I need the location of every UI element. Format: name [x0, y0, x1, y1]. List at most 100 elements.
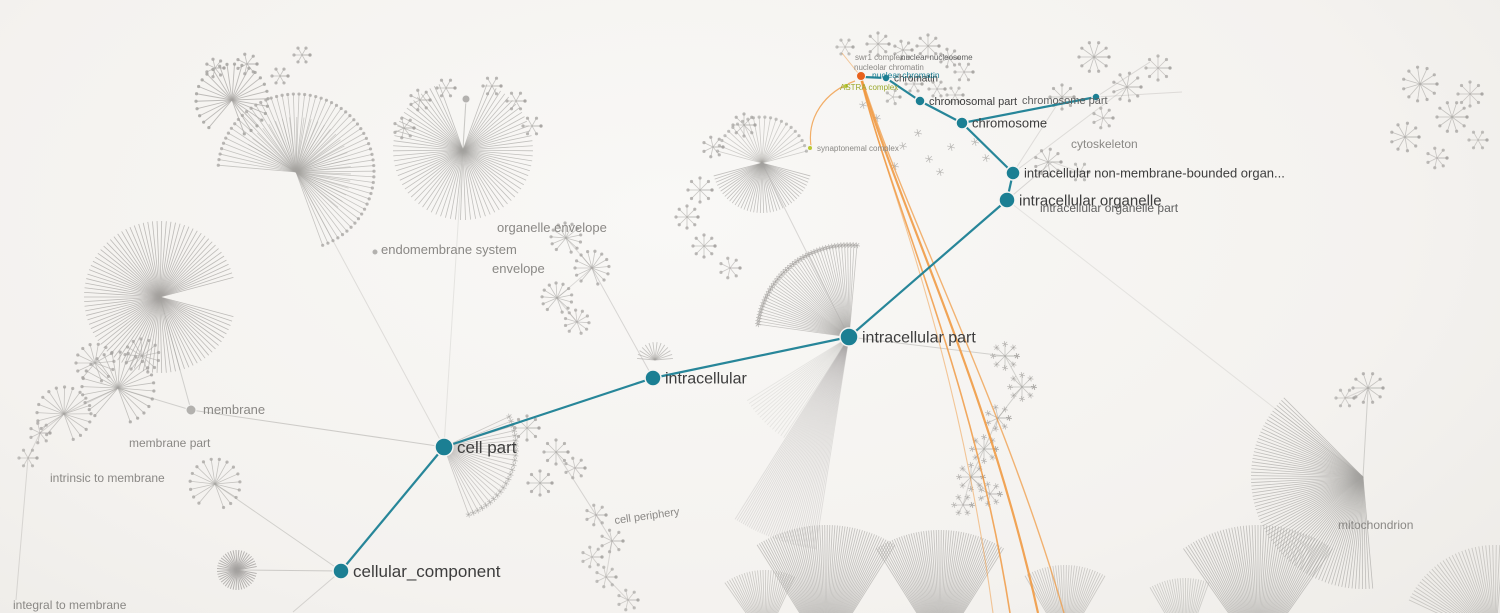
term-label[interactable]: nuclear chromatin	[872, 70, 940, 80]
term-cluster-fan	[1149, 577, 1210, 613]
term-label[interactable]: membrane	[203, 402, 265, 417]
term-cluster-fan	[595, 565, 618, 589]
term-cluster-fan	[939, 47, 960, 69]
term-cluster-fan	[1390, 121, 1421, 153]
term-cluster-fan	[549, 221, 583, 254]
term-node[interactable]	[185, 404, 197, 416]
term-cluster-fan	[927, 80, 947, 98]
term-cluster-fan	[674, 204, 700, 230]
term-cluster-fan	[835, 38, 855, 56]
term-cluster-fan	[719, 256, 742, 280]
term-cluster-fan	[1006, 371, 1038, 403]
term-cluster-fan	[573, 249, 611, 286]
term-cluster-fan	[1069, 162, 1091, 182]
path-term-label[interactable]: cell part	[457, 438, 517, 457]
term-cluster-fan	[217, 550, 257, 590]
term-label[interactable]: endomembrane system	[381, 242, 517, 257]
term-cluster-fan	[865, 31, 891, 57]
term-cluster-fan	[1183, 525, 1333, 613]
term-cluster-fan	[563, 308, 591, 335]
term-cluster-fan	[1112, 71, 1143, 103]
path-term-node[interactable]	[881, 73, 891, 83]
highlighted-path-edges	[340, 75, 1097, 572]
path-term-label[interactable]: chromosomal part	[929, 96, 1017, 108]
term-label[interactable]: chromosome part	[1022, 95, 1108, 107]
term-label[interactable]: cytoskeleton	[1071, 137, 1138, 151]
path-term-node[interactable]	[1091, 92, 1101, 102]
gray-edges	[15, 61, 1369, 613]
term-cluster-fan	[731, 112, 757, 138]
term-cluster-fan	[194, 62, 270, 136]
path-term-label[interactable]: intracellular	[665, 371, 747, 388]
highlighted-term-node[interactable]	[856, 71, 866, 81]
orange-relation-edges	[809, 52, 1065, 613]
term-cluster-fan	[1402, 65, 1439, 103]
term-cluster-fan	[734, 336, 850, 550]
term-cluster-fan	[236, 52, 259, 76]
term-cluster-fan	[1408, 545, 1500, 613]
term-label[interactable]: integral to membrane	[13, 598, 127, 612]
path-term-label[interactable]: chromosome	[972, 116, 1047, 131]
path-term-label[interactable]: intracellular organelle	[1019, 192, 1162, 209]
term-cluster-fan	[248, 116, 351, 208]
path-term-node[interactable]	[955, 116, 969, 130]
term-label[interactable]: nucleolar chromatin	[854, 63, 924, 72]
term-cluster-fan	[713, 162, 811, 213]
term-cluster-fan	[1351, 372, 1385, 404]
term-label[interactable]: organelle envelope	[497, 220, 607, 235]
path-term-node[interactable]	[434, 437, 454, 457]
path-term-node[interactable]	[998, 191, 1016, 209]
term-cluster-fan	[989, 340, 1021, 372]
term-cluster-fan	[915, 33, 941, 59]
term-cluster-fan	[1426, 146, 1449, 170]
term-cluster-fan	[409, 88, 432, 112]
search-hit-node[interactable]	[843, 83, 849, 89]
path-term-label[interactable]: chromatin	[894, 74, 938, 85]
term-cluster-fan	[188, 457, 242, 510]
term-node[interactable]	[371, 248, 379, 256]
path-term-node[interactable]	[332, 562, 350, 580]
asterisk-marks	[859, 101, 990, 176]
path-term-node[interactable]	[644, 369, 662, 387]
term-cluster-fan	[270, 67, 290, 85]
path-term-node[interactable]	[1005, 165, 1021, 181]
term-cluster-fan	[1456, 80, 1484, 108]
term-cluster-fan	[715, 115, 809, 164]
term-cluster-fan	[74, 342, 116, 383]
term-cluster-fan	[686, 176, 714, 204]
path-term-label[interactable]: intracellular part	[862, 330, 976, 347]
term-label[interactable]: intracellular organelle part	[1040, 201, 1179, 215]
term-label[interactable]: ASTRA complex	[840, 83, 898, 92]
term-cluster-fan	[691, 233, 717, 259]
term-cluster-fan	[1077, 41, 1111, 73]
path-term-label[interactable]: cellular_component	[353, 562, 501, 581]
term-node[interactable]	[461, 94, 471, 104]
term-cluster-fan	[945, 86, 965, 104]
term-cluster-fan	[977, 481, 1004, 507]
term-label[interactable]: cell periphery	[614, 506, 681, 527]
path-term-node[interactable]	[914, 95, 926, 107]
term-cluster-fan	[1251, 397, 1374, 590]
term-cluster-fan	[393, 116, 416, 140]
term-label[interactable]: swr1 complex	[855, 53, 904, 62]
term-cluster-fan	[123, 337, 161, 374]
search-hit-node[interactable]	[807, 145, 813, 151]
term-cluster-fan	[581, 545, 604, 569]
path-term-node[interactable]	[839, 327, 859, 347]
term-label[interactable]: mitochondrion	[1338, 518, 1413, 532]
term-cluster-fan	[1435, 101, 1469, 133]
term-cluster-fan	[876, 530, 1004, 613]
term-cluster-fan	[746, 336, 850, 438]
term-label[interactable]: nuclear nucleosome	[901, 53, 973, 62]
term-cluster-fan	[29, 421, 52, 445]
term-label[interactable]: synaptonemal complex	[817, 144, 899, 153]
term-label[interactable]: intrinsic to membrane	[50, 471, 165, 485]
term-cluster-fan	[35, 385, 93, 441]
term-cluster-fan	[1144, 54, 1172, 82]
path-term-label[interactable]: intracellular non-membrane-bounded organ…	[1024, 166, 1285, 181]
term-cluster-fan	[724, 569, 795, 613]
term-label[interactable]: envelope	[492, 261, 545, 276]
term-label[interactable]: membrane part	[129, 436, 211, 450]
